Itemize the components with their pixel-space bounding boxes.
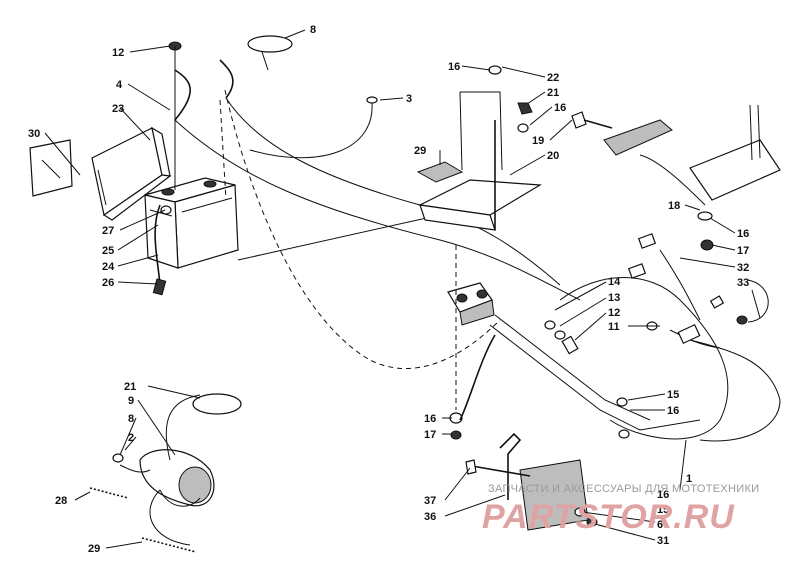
callout-25: 24	[102, 261, 115, 273]
callout-30: 29	[88, 543, 100, 555]
part-20-clamp	[192, 393, 242, 415]
callout-11-b: 12	[608, 307, 620, 319]
callout-6: 6	[657, 519, 663, 531]
callout-32: 30	[28, 128, 40, 140]
callout-16-b: 16	[554, 102, 566, 114]
leader-lines	[44, 29, 761, 549]
callout-16-a: 16	[448, 61, 460, 73]
watermark-logo: PARTSTOR.RU	[482, 498, 735, 536]
callout-26: 25	[102, 245, 114, 257]
callout-14-a: 15	[667, 389, 679, 401]
callout-21: 20	[547, 150, 559, 162]
callout-34: 32	[737, 262, 749, 274]
part-9-clamp	[247, 35, 293, 71]
battery-strap-parts	[152, 204, 172, 296]
part-24-battery-cover	[91, 126, 172, 221]
main-cables	[174, 59, 581, 370]
lower-bracket	[465, 432, 598, 531]
callout-4: 4	[116, 79, 123, 91]
callout-27: 26	[102, 277, 114, 289]
callout-15-a: 16	[667, 405, 679, 417]
callout-23: 22	[547, 72, 559, 84]
callout-12: 13	[608, 292, 620, 304]
callout-16-d: 16	[424, 413, 436, 425]
callout-14-b: 15	[657, 504, 669, 516]
part-29-cable	[89, 487, 129, 499]
callout-1: 1	[686, 473, 692, 485]
callout-37: 37	[424, 495, 436, 507]
callout-labels: 12 8 4 3 23 30 27 25 24 26 16 22 21 16 1…	[28, 24, 749, 555]
callout-17-b: 17	[424, 429, 436, 441]
starter-motor	[112, 394, 215, 546]
solenoid	[447, 245, 495, 440]
part-32-panel	[29, 139, 73, 197]
part-19-bolt	[571, 111, 613, 129]
callout-16-c: 16	[737, 228, 749, 240]
callout-18: 18	[668, 200, 680, 212]
callout-20: 21	[124, 381, 136, 393]
callout-13: 14	[608, 276, 621, 288]
callout-17-a: 17	[737, 245, 749, 257]
callout-28: 27	[102, 225, 114, 237]
part-21-battery-bracket	[416, 65, 542, 231]
part-35-ring	[747, 279, 769, 323]
part-3-ground-cable	[249, 96, 378, 159]
callout-2: 2	[128, 432, 134, 444]
part-18-mount	[603, 104, 781, 251]
callout-8: 9	[128, 395, 134, 407]
callout-36: 36	[424, 511, 436, 523]
callout-3: 3	[406, 93, 412, 105]
callout-10: 11	[608, 321, 620, 333]
callout-11: 12	[112, 47, 124, 59]
callout-31: 29	[414, 145, 426, 157]
callout-24: 23	[112, 103, 124, 115]
callout-29: 28	[55, 495, 67, 507]
battery	[144, 177, 239, 269]
watermark-tagline: ЗАПЧАСТИ И АКСЕССУАРЫ ДЛЯ МОТОТЕХНИКИ	[488, 483, 759, 495]
watermark: ЗАПЧАСТИ И АКСЕССУАРЫ ДЛЯ МОТОТЕХНИКИ PA…	[482, 483, 759, 536]
callout-33: 31	[657, 535, 669, 547]
callout-9: 8	[310, 24, 316, 36]
wire-harness	[459, 233, 781, 442]
callout-19: 19	[532, 135, 544, 147]
callout-35: 33	[737, 277, 749, 289]
callout-22: 21	[547, 87, 559, 99]
callout-7: 8	[128, 413, 134, 425]
callout-15-b: 16	[657, 489, 669, 501]
part-30-cable	[141, 537, 197, 553]
